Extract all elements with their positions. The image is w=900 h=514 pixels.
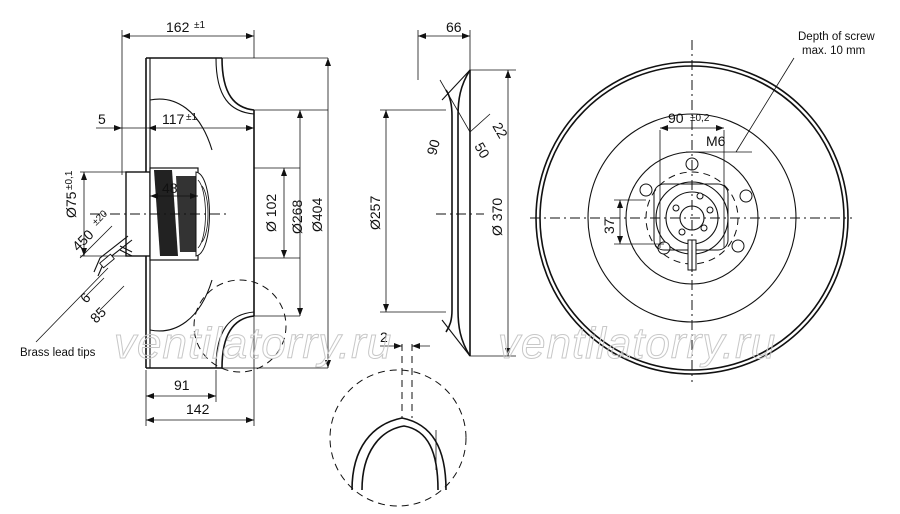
dim-90-bolt: 90 (668, 110, 684, 126)
dim-2: 2 (380, 329, 388, 345)
dim-370: Ø 370 (489, 198, 505, 236)
dim-85: 85 (87, 304, 109, 326)
dim-5: 5 (98, 111, 106, 127)
dim-268: Ø268 (289, 200, 305, 234)
dim-37: 37 (601, 218, 617, 234)
thread-m6: M6 (706, 133, 726, 149)
note-depth-of-screw: Depth of screw (798, 31, 875, 43)
dim-257: Ø257 (367, 196, 383, 230)
dim-162: 162 (166, 19, 190, 35)
dim-117-tol: ±1 (186, 112, 197, 123)
dim-75: Ø75 (63, 191, 79, 218)
dim-162-tol: ±1 (194, 20, 205, 31)
dim-117: 117 (162, 111, 185, 127)
side-view: 162 ±1 117 ±1 5 (20, 19, 331, 426)
dim-91: 91 (174, 377, 190, 393)
dim-22: 22 (489, 120, 511, 142)
dim-90: 90 (423, 137, 443, 156)
dim-450: 450 (69, 226, 97, 254)
dim-48: 48 (162, 180, 178, 196)
front-view: 90 ±0,2 M6 37 Depth of screw max. 10 mm (530, 31, 875, 382)
dim-90-tol: ±0,2 (690, 113, 710, 124)
dim-66: 66 (446, 19, 462, 35)
dim-75-tol: ±0,1 (64, 170, 75, 190)
note-max-depth: max. 10 mm (802, 45, 865, 57)
dim-404: Ø404 (309, 198, 325, 232)
detail-view: 2 (329, 329, 467, 507)
dim-102: Ø 102 (263, 194, 279, 232)
watermark-right: ventilatorry.ru (498, 319, 776, 368)
watermark-left: ventilatorry.ru (114, 319, 392, 368)
inlet-ring-view: 66 90 50 22 Ø257 Ø 370 (367, 19, 516, 357)
dim-142: 142 (186, 401, 210, 417)
dim-50: 50 (471, 140, 493, 162)
label-brass-lead-tips: Brass lead tips (20, 347, 96, 359)
dim-450-tol: ±20 (90, 208, 110, 228)
